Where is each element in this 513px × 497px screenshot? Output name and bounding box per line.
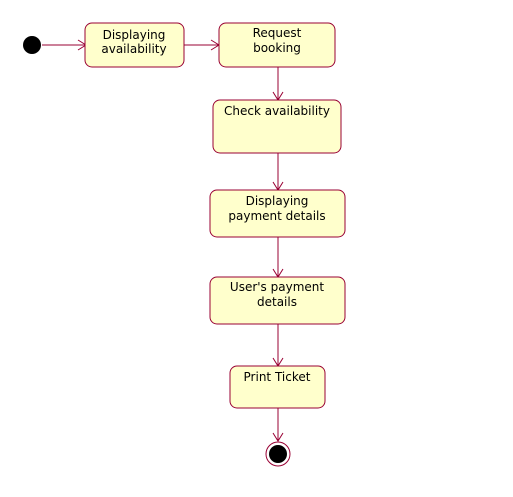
activity-request-booking: Request booking [218,22,336,68]
activity-label-line-1: Request [253,26,302,40]
arrowhead-icon [272,432,284,442]
activity-check-availability: Check availability [212,99,342,154]
final-node [265,441,291,467]
activity-label-line-2: availability [101,42,166,56]
initial-node [23,36,41,54]
activity-users-payment-details: User's payment details [209,276,346,325]
activity-label-line-2: booking [253,41,301,55]
activity-label-line-2: details [257,295,297,309]
activity-label-line-1: Displaying [103,28,166,42]
activity-label-line-2: payment details [228,209,325,223]
activity-displaying-availability: Displaying availability [84,22,185,68]
activity-label-line-1: Print Ticket [244,370,311,384]
activity-print-ticket: Print Ticket [229,365,326,409]
activity-displaying-payment-details: Displaying payment details [209,189,346,238]
activity-label-line-1: User's payment [230,280,324,294]
activity-label-line-1: Displaying [246,194,309,208]
activity-label-line-1: Check availability [224,104,330,118]
